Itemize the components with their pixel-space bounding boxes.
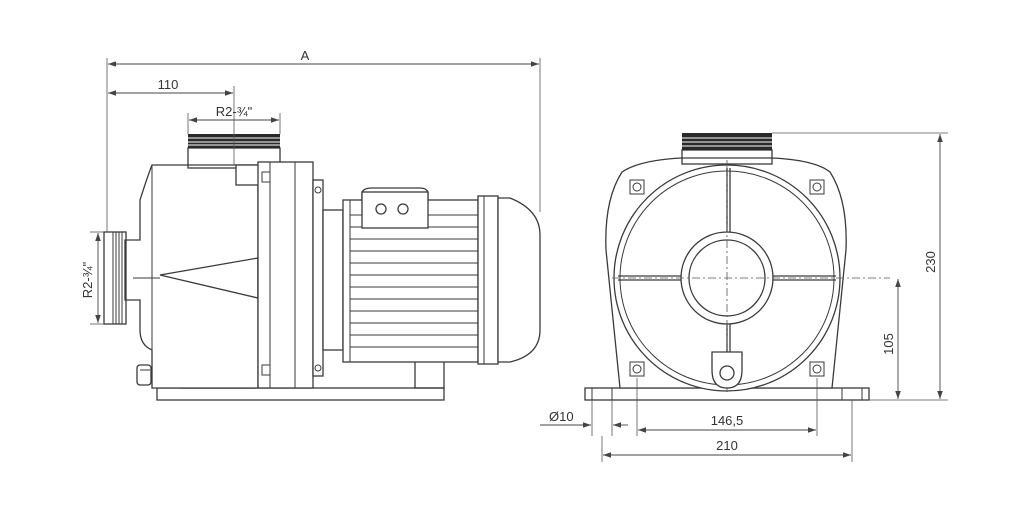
dim-label-inlet-thread: R2-¾" bbox=[80, 261, 95, 298]
dim-label-a: A bbox=[301, 48, 310, 63]
motor-end-ring bbox=[477, 195, 499, 365]
fan-cover bbox=[497, 197, 541, 363]
drain-plug bbox=[136, 364, 152, 386]
dim-label-230: 230 bbox=[923, 251, 938, 273]
front-drain-hole bbox=[719, 365, 735, 381]
pump-body bbox=[124, 164, 259, 389]
dim-label-110: 110 bbox=[158, 77, 179, 92]
flange-ring bbox=[312, 179, 324, 377]
pump-flange bbox=[257, 161, 314, 389]
front-drain-tab bbox=[711, 351, 743, 389]
inlet-thread-marks bbox=[112, 232, 123, 324]
terminal-screw bbox=[397, 203, 409, 215]
terminal-box-front bbox=[361, 191, 429, 229]
terminal-screw bbox=[375, 203, 387, 215]
inlet-thread bbox=[103, 231, 127, 325]
dim-label-hole: Ø10 bbox=[549, 409, 574, 424]
dim-label-outlet-thread: R2-¾" bbox=[216, 104, 253, 119]
dim-label-210: 210 bbox=[716, 438, 738, 453]
side-base-plate bbox=[156, 387, 445, 401]
motor-adapter bbox=[322, 209, 344, 351]
dim-label-146: 146,5 bbox=[711, 413, 744, 428]
dim-label-105: 105 bbox=[881, 333, 896, 355]
front-view: 230 105 Ø10 146,5 210 bbox=[540, 132, 948, 462]
front-corner-bolts bbox=[629, 179, 825, 377]
side-view: A 110 R2-¾" R2-¾" bbox=[80, 48, 541, 401]
